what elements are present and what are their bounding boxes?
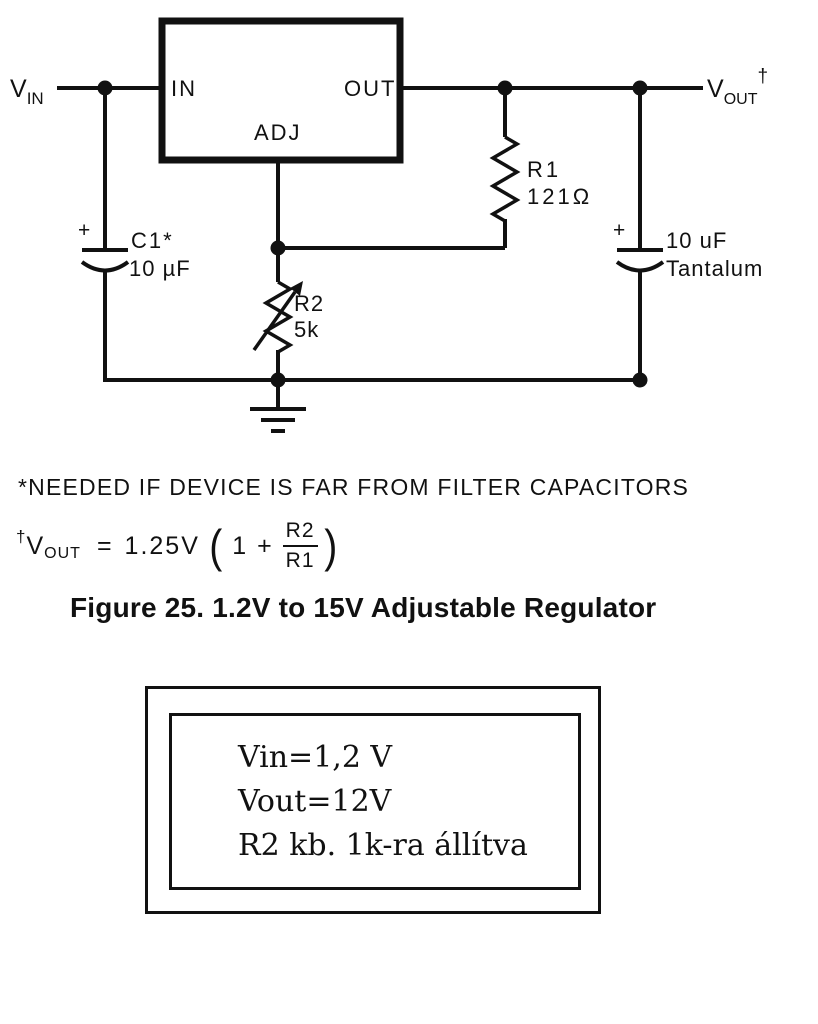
formula-var: V [26, 531, 45, 560]
junction-dots [97, 80, 648, 388]
regulator-pin-in: IN [171, 76, 197, 101]
ground-symbol [250, 407, 306, 433]
cout-polarity: + [613, 219, 625, 242]
formula-equals: = [96, 531, 113, 560]
figure-caption: Figure 25. 1.2V to 15V Adjustable Regula… [70, 592, 657, 623]
regulator-pin-out: OUT [344, 76, 396, 101]
formula-one-plus: 1 + [232, 531, 274, 560]
annotation-inner-box: Vin=1,2 V Vout=12V R2 kb. 1k-ra állítva [169, 713, 581, 890]
wires [57, 86, 703, 407]
vout-sub: OUT [724, 91, 758, 108]
junction-dot [270, 240, 286, 256]
vout-v: V [707, 75, 724, 103]
formula-denominator: R1 [285, 549, 315, 572]
junction-dot [270, 372, 286, 388]
vout-label: VOUT † [707, 66, 768, 108]
c1-capacitor [80, 248, 130, 273]
circuit-schematic: IN OUT ADJ VIN VOUT† R1 121Ω R2 5k + C1*… [10, 17, 768, 433]
junction-dot [632, 372, 648, 388]
formula-var-sub: OUT [44, 545, 81, 562]
junction-dot [632, 80, 648, 96]
r1-zigzag [489, 135, 521, 223]
annotation-box: Vin=1,2 V Vout=12V R2 kb. 1k-ra állítva [145, 686, 601, 914]
vout-formula: † V OUT = 1.25V ( 1 + R2 R1 ) [16, 510, 339, 582]
formula-coefficient: 1.25V [124, 531, 200, 560]
r2-wiper-arrow-shaft [252, 290, 297, 352]
vin-v: V [10, 75, 27, 103]
r2-zigzag [262, 280, 294, 354]
formula-close-paren: ) [323, 520, 338, 572]
r2-value: 5k [294, 317, 319, 342]
formula-fraction: R2 R1 [282, 519, 318, 573]
vin-label: VIN [10, 75, 44, 108]
r2-name: R2 [294, 291, 324, 316]
formula-open-paren: ( [209, 520, 223, 572]
r1-resistor [489, 135, 521, 223]
junction-dot [497, 80, 513, 96]
regulator-pin-adj: ADJ [254, 120, 302, 145]
cout-plate-bottom [615, 260, 665, 273]
cout-type: Tantalum [666, 256, 763, 281]
r1-name: R1 [527, 157, 561, 182]
vin-sub: IN [27, 89, 44, 108]
r1-value: 121Ω [527, 184, 592, 209]
output-capacitor [615, 248, 665, 273]
formula-dagger: † [16, 527, 27, 546]
formula-numerator: R2 [282, 519, 318, 547]
regulator-box [158, 17, 404, 164]
r2-potentiometer [252, 280, 303, 354]
regulator-pin-labels: IN OUT ADJ [171, 76, 396, 145]
annotation-line-vin: Vin=1,2 V [238, 740, 393, 775]
c1-value: 10 µF [129, 256, 191, 281]
c1-name: C1* [131, 228, 174, 253]
c1-plate-bottom [80, 260, 130, 273]
r2-wiper-arrowhead [290, 281, 303, 296]
footnote-filter-capacitors: *NEEDED IF DEVICE IS FAR FROM FILTER CAP… [18, 474, 690, 500]
junction-dot [97, 80, 113, 96]
annotation-line-r2: R2 kb. 1k-ra állítva [238, 828, 528, 863]
c1-polarity: + [78, 219, 90, 242]
annotation-line-vout: Vout=12V [238, 784, 392, 819]
vout-dagger: † [757, 66, 768, 87]
cout-value: 10 uF [666, 228, 727, 253]
